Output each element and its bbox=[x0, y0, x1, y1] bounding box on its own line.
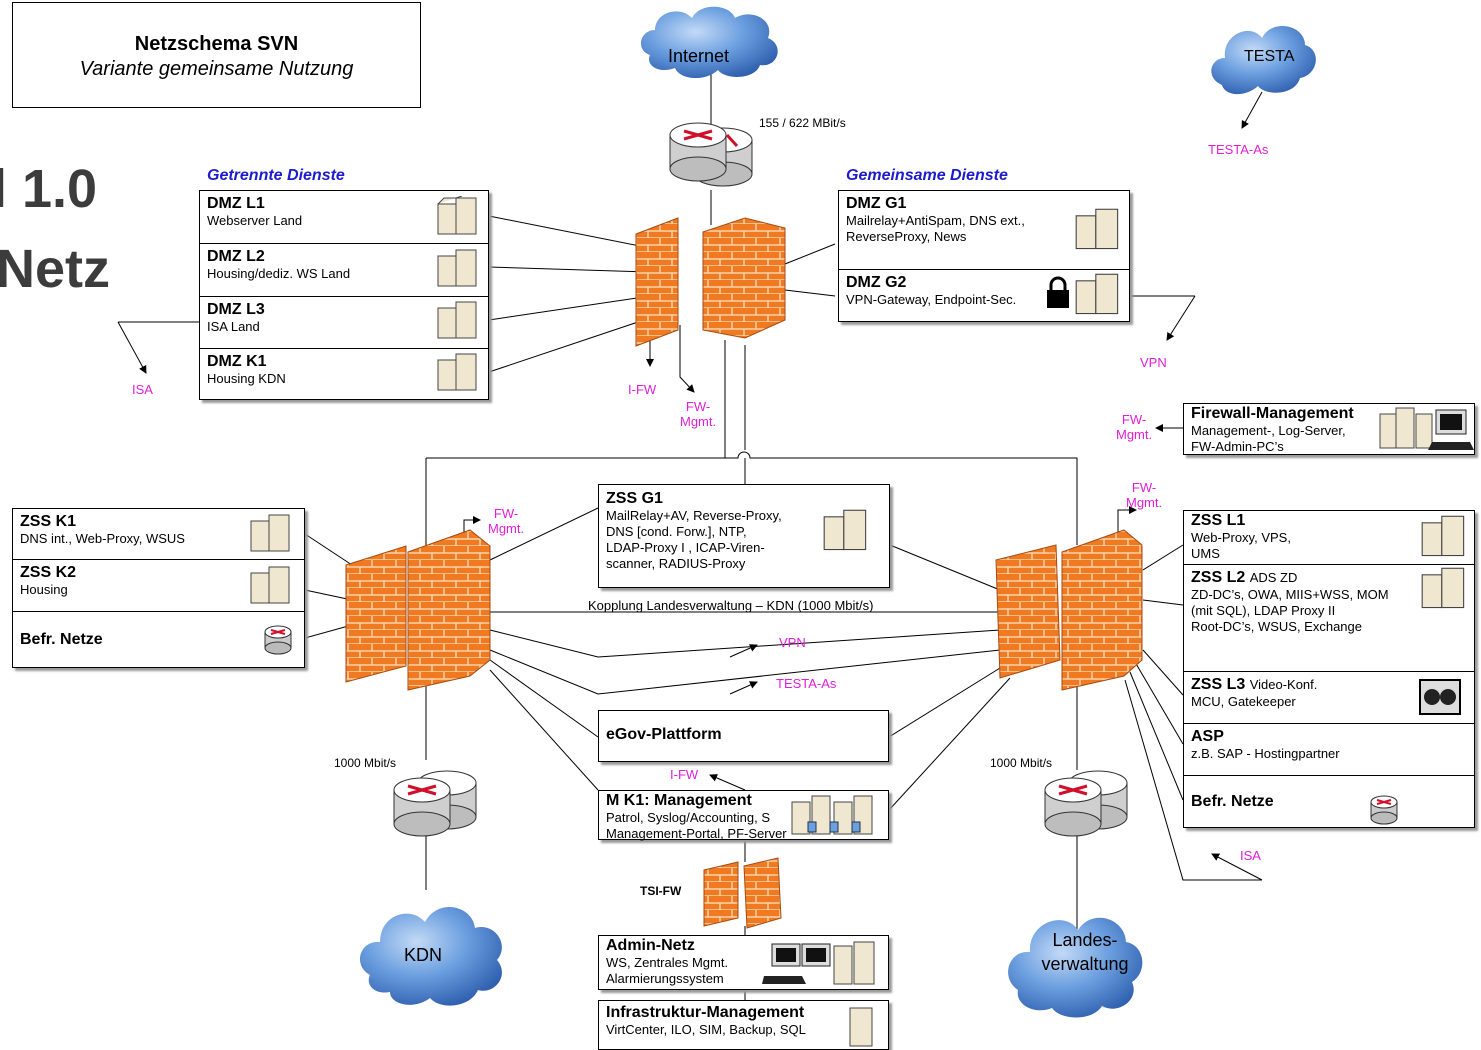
dmz-l2: DMZ L2 Housing/dediz. WS Land bbox=[200, 243, 488, 296]
landesverwaltung-label: Landes- verwaltung bbox=[1041, 930, 1129, 974]
getrennte-dienste-title: Getrennte Dienste bbox=[207, 167, 345, 184]
kdn-cloud bbox=[359, 907, 502, 1006]
internet-speed-label: 155 / 622 MBit/s bbox=[759, 116, 846, 130]
vpn-mid-label: VPN bbox=[779, 635, 806, 650]
side-title-line1: l 1.0 bbox=[0, 159, 98, 219]
router-icon bbox=[1370, 795, 1398, 825]
zss-k2: ZSS K2 Housing bbox=[13, 559, 304, 611]
server-icon bbox=[250, 566, 290, 604]
isa-right-label: ISA bbox=[1240, 848, 1261, 863]
fw-mgmt-right-label: FW-Mgmt. bbox=[1116, 412, 1153, 442]
firewall-left bbox=[345, 529, 491, 691]
server-icon bbox=[1421, 567, 1465, 609]
dmz-g2: DMZ G2 VPN-Gateway, Endpoint-Sec. bbox=[839, 269, 1129, 323]
router-kdn bbox=[393, 770, 477, 837]
lock-icon bbox=[1047, 276, 1069, 308]
router-internet bbox=[669, 122, 753, 187]
fw-mgmt-zss-l-label: FW-Mgmt. bbox=[1126, 480, 1163, 510]
internet-label: Internet bbox=[668, 46, 730, 66]
server-icon bbox=[1421, 515, 1465, 557]
zss-l-group: ZSS L1 Web-Proxy, VPS, UMS ZSS L2 ADS ZD… bbox=[1183, 510, 1475, 828]
server-icon bbox=[1075, 273, 1119, 315]
testa-as-mid-label: TESTA-As bbox=[776, 676, 837, 691]
management-servers-icon bbox=[791, 795, 873, 835]
landes-speed-label: 1000 Mbit/s bbox=[990, 756, 1053, 770]
dmz-g1: DMZ G1 Mailrelay+AntiSpam, DNS ext., Rev… bbox=[846, 195, 1025, 244]
kdn-label: KDN bbox=[404, 945, 443, 965]
diagram-title-box: Netzschema SVN Variante gemeinsame Nutzu… bbox=[12, 2, 421, 108]
landesverwaltung-cloud bbox=[1008, 917, 1143, 1018]
zss-l1: ZSS L1 Web-Proxy, VPS, UMS bbox=[1191, 512, 1291, 561]
fw-mgmt-left-label: FW-Mgmt. bbox=[488, 506, 525, 536]
mk1-management: M K1: Management Patrol, Syslog/Accounti… bbox=[598, 790, 889, 841]
router-icon bbox=[264, 625, 292, 655]
ifw-top-label: I-FW bbox=[628, 382, 657, 397]
firewall-top bbox=[635, 217, 786, 347]
testa-label: TESTA bbox=[1244, 48, 1295, 65]
diagram-title: Netzschema SVN bbox=[134, 33, 299, 55]
router-landes bbox=[1044, 770, 1128, 837]
server-icon bbox=[437, 249, 477, 287]
zss-k1: ZSS K1 DNS int., Web-Proxy, WSUS bbox=[20, 513, 185, 546]
dmz-l1: DMZ L1 Webserver Land bbox=[207, 195, 303, 228]
isa-left-label: ISA bbox=[132, 382, 153, 397]
server-icon bbox=[437, 353, 477, 391]
kopplung-label: Kopplung Landesverwaltung – KDN (1000 Mb… bbox=[588, 598, 874, 613]
admin-workstations-icon bbox=[762, 941, 875, 985]
zss-l3: ZSS L3 Video-Konf. MCU, Gatekeeper bbox=[1184, 671, 1474, 723]
diagram-subtitle: Variante gemeinsame Nutzung bbox=[79, 58, 354, 80]
arrows bbox=[117, 91, 1263, 881]
server-icon bbox=[437, 301, 477, 339]
video-conference-icon bbox=[1419, 679, 1461, 715]
internet-cloud bbox=[640, 6, 778, 79]
befr-netze-right: Befr. Netze bbox=[1184, 775, 1474, 829]
dmz-k1: DMZ K1 Housing KDN bbox=[200, 348, 488, 401]
kdn-speed-label: 1000 Mbit/s bbox=[334, 756, 397, 770]
server-icon bbox=[1075, 208, 1119, 250]
testa-cloud bbox=[1211, 26, 1316, 95]
testa-as-top-label: TESTA-As bbox=[1208, 142, 1269, 157]
server-icon bbox=[849, 1007, 873, 1047]
firewall-right bbox=[995, 529, 1143, 691]
connection-lines bbox=[118, 70, 1262, 1000]
asp: ASP z.B. SAP - Hostingpartner bbox=[1184, 723, 1474, 775]
server-icon bbox=[437, 196, 477, 235]
fw-mgmt-top-label: FW-Mgmt. bbox=[680, 399, 717, 429]
zss-l2: ZSS L2 ADS ZD ZD-DC’s, OWA, MIIS+WSS, MO… bbox=[1184, 564, 1474, 671]
ifw-mid-label: I-FW bbox=[670, 767, 699, 782]
side-title-line2: Netz bbox=[0, 239, 111, 299]
gemeinsame-dienste-title: Gemeinsame Dienste bbox=[846, 167, 1008, 184]
egov-plattform: eGov-Plattform bbox=[598, 710, 889, 762]
dmz-l3: DMZ L3 ISA Land bbox=[200, 296, 488, 348]
tsi-fw-label: TSI-FW bbox=[640, 884, 682, 898]
server-icon bbox=[823, 509, 867, 551]
infrastruktur-management: Infrastruktur-Management VirtCenter, ILO… bbox=[598, 1000, 889, 1050]
server-icon bbox=[250, 514, 290, 552]
management-servers-icon bbox=[1379, 407, 1474, 450]
befr-netze-left: Befr. Netze bbox=[13, 611, 304, 669]
firewall-tsi bbox=[703, 857, 782, 929]
vpn-top-label: VPN bbox=[1140, 355, 1167, 370]
